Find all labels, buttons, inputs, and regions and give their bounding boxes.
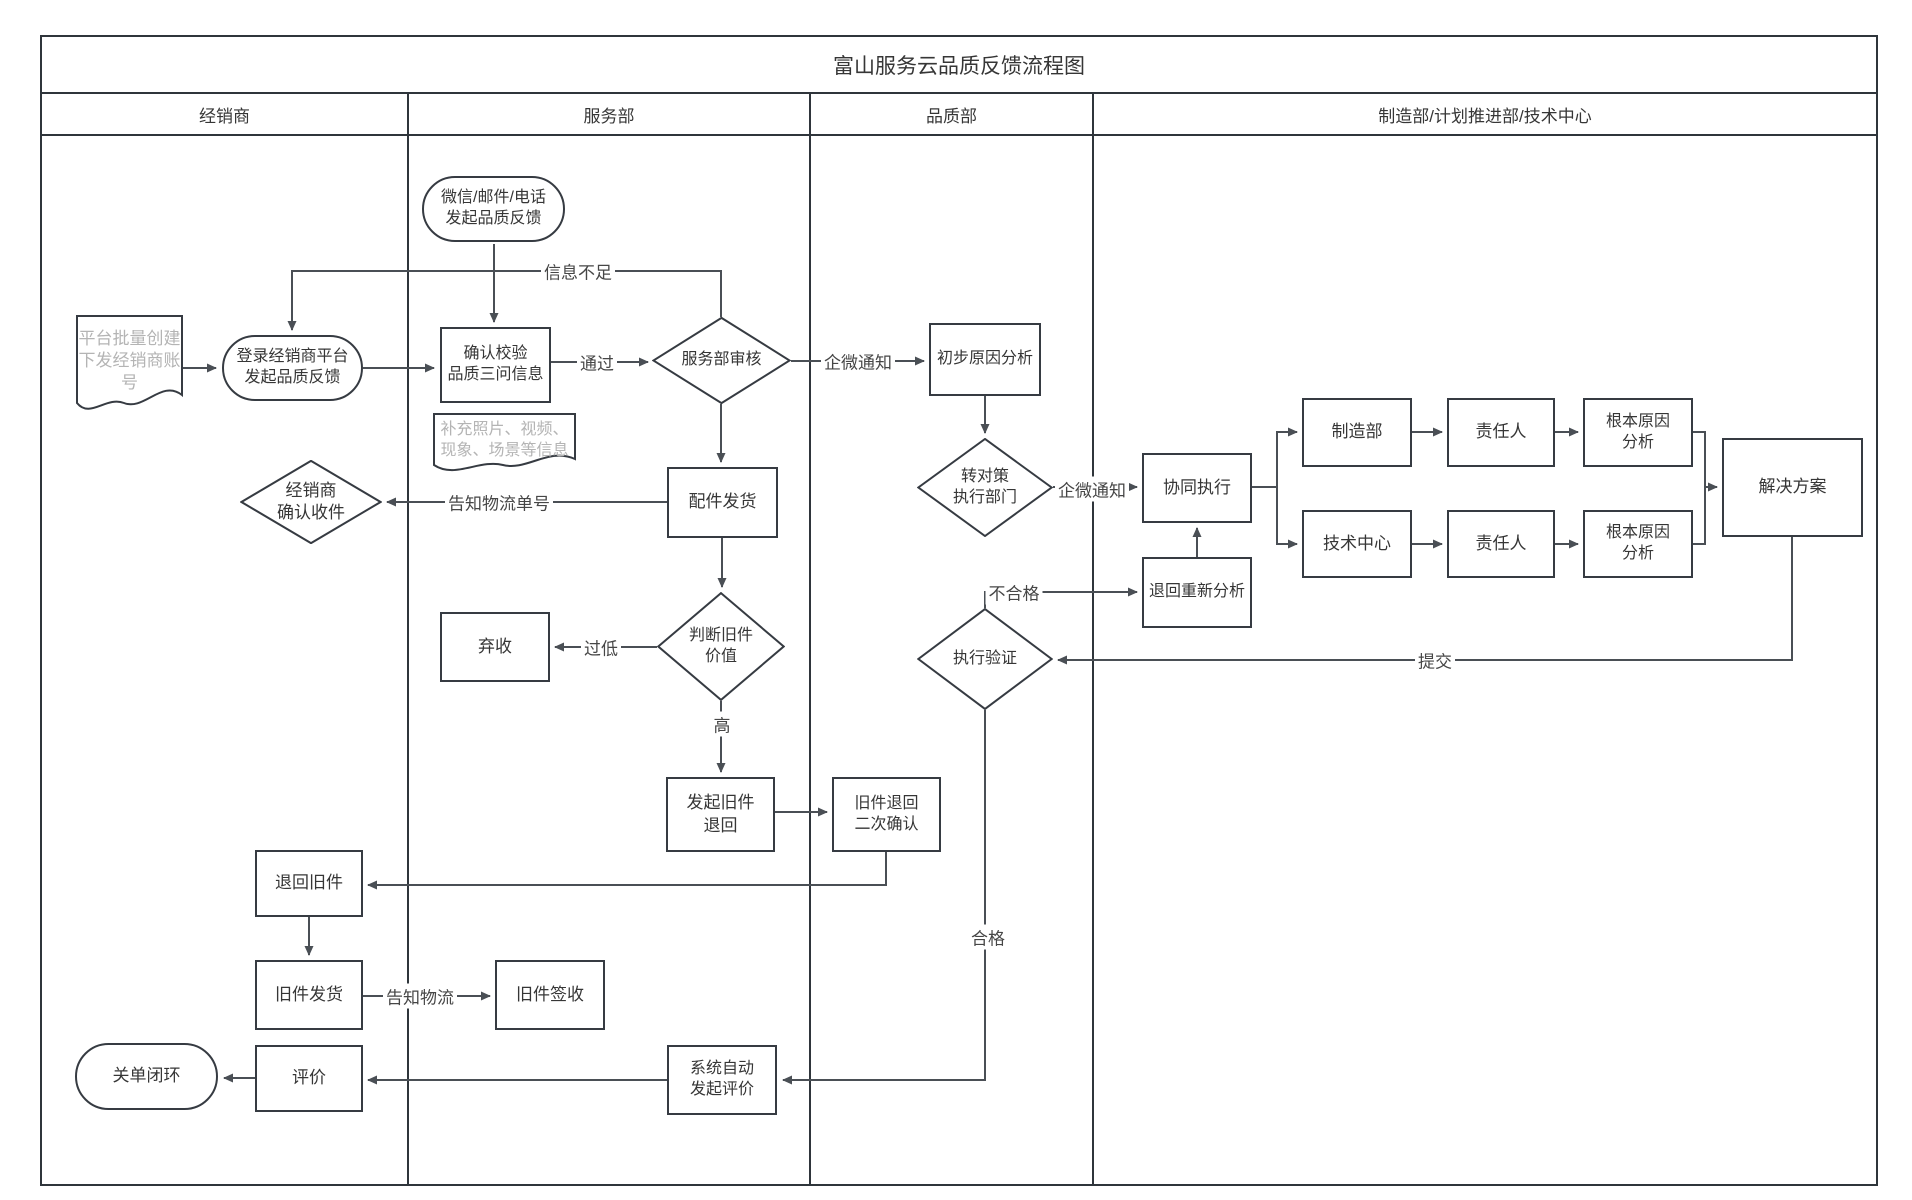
edge-label-qualified: 合格	[968, 924, 1008, 950]
lane-header-service: 服务部	[409, 94, 811, 134]
node-dept-review-decision: 服务部审核	[652, 317, 791, 404]
node-dealer-confirm-decision: 经销商 确认收件	[240, 460, 382, 544]
lane-body-dealer	[42, 136, 409, 1184]
node-initiate-return: 发起旧件 退回	[666, 777, 775, 852]
edge-label-submit: 提交	[1415, 647, 1455, 673]
node-tech-center: 技术中心	[1302, 510, 1412, 578]
node-supplement-note-document: 补充照片、视频、 现象、场景等信息	[433, 413, 576, 477]
lane-header-manufacturing: 制造部/计划推进部/技术中心	[1378, 106, 1592, 126]
node-initial-analysis: 初步原因分析	[929, 323, 1041, 396]
edge-label-notify-logistics: 告知物流	[383, 983, 457, 1009]
edge-label-high: 高	[710, 711, 734, 737]
node-evaluate: 评价	[255, 1045, 363, 1112]
node-redo-analysis: 退回重新分析	[1142, 557, 1252, 628]
node-return-old: 退回旧件	[255, 850, 363, 917]
node-old-sign: 旧件签收	[495, 960, 605, 1030]
node-solution: 解决方案	[1722, 438, 1863, 537]
node-verify-info: 确认校验 品质三问信息	[440, 327, 551, 403]
edge-label-wecom-notify-2: 企微通知	[1055, 476, 1129, 502]
node-judge-value-decision: 判断旧件 价值	[657, 592, 785, 701]
node-parts-ship: 配件发货	[667, 467, 778, 538]
node-resp-person-1: 责任人	[1447, 398, 1555, 467]
edge-label-wecom-notify-1: 企微通知	[821, 348, 895, 374]
node-dispatch-dept-decision: 转对策 执行部门	[917, 438, 1053, 537]
node-auto-eval: 系统自动 发起评价	[667, 1045, 777, 1115]
edge-label-insufficient-info: 信息不足	[541, 258, 615, 284]
lane-header-quality: 品质部	[811, 94, 1094, 134]
node-login-feedback: 登录经销商平台 发起品质反馈	[222, 335, 363, 401]
edge-label-notify-tracking: 告知物流单号	[445, 489, 553, 515]
node-resp-person-2: 责任人	[1447, 510, 1555, 578]
edge-label-too-low: 过低	[581, 634, 621, 660]
node-wechat-feedback: 微信/邮件/电话 发起品质反馈	[422, 176, 565, 242]
node-old-ship: 旧件发货	[255, 960, 363, 1030]
edge-label-pass: 通过	[577, 349, 617, 375]
lane-header-dealer: 经销商	[42, 94, 409, 134]
node-platform-account-document: 平台批量创建 下发经销商账 号	[76, 315, 183, 419]
node-reject: 弃收	[440, 612, 550, 682]
node-root-cause-2: 根本原因 分析	[1583, 510, 1693, 578]
node-exec-verify-decision: 执行验证	[917, 608, 1053, 710]
node-close-loop: 关单闭环	[75, 1043, 218, 1110]
edge-label-unqualified: 不合格	[985, 579, 1043, 605]
lane-header-row: 经销商 服务部 品质部 制造部/计划推进部/技术中心	[42, 94, 1876, 136]
diagram-title: 富山服务云品质反馈流程图	[42, 37, 1876, 94]
lane-body-service	[409, 136, 811, 1184]
node-mfg-dept: 制造部	[1302, 398, 1412, 467]
node-collab-exec: 协同执行	[1142, 453, 1252, 523]
node-root-cause-1: 根本原因 分析	[1583, 398, 1693, 467]
node-second-confirm: 旧件退回 二次确认	[832, 777, 941, 852]
